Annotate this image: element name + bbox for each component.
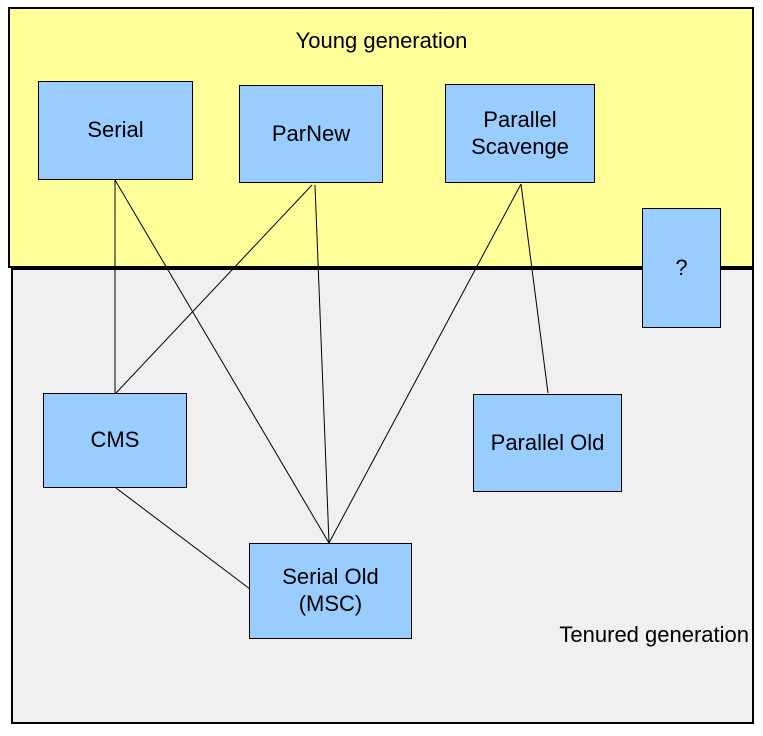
node-parallel-old: Parallel Old bbox=[473, 394, 622, 492]
tenured-generation-label: Tenured generation bbox=[559, 622, 749, 647]
node-serial-old: Serial Old (MSC) bbox=[249, 543, 412, 639]
node-cms: CMS bbox=[43, 393, 187, 488]
node-label-parallel-scavenge: Parallel Scavenge bbox=[471, 106, 569, 159]
tenured-generation-region bbox=[11, 268, 754, 724]
node-question: ? bbox=[642, 208, 721, 328]
node-label-question: ? bbox=[675, 254, 688, 280]
node-label-cms: CMS bbox=[90, 427, 140, 453]
node-label-serial-old: Serial Old (MSC) bbox=[282, 564, 379, 616]
node-serial: Serial bbox=[38, 81, 193, 180]
node-label-serial: Serial bbox=[87, 117, 144, 143]
node-label-parnew: ParNew bbox=[271, 120, 351, 146]
young-generation-label: Young generation bbox=[295, 28, 468, 53]
node-parallel-scavenge: Parallel Scavenge bbox=[445, 84, 595, 183]
node-parnew: ParNew bbox=[239, 85, 383, 183]
node-label-parallel-old: Parallel Old bbox=[490, 429, 605, 455]
